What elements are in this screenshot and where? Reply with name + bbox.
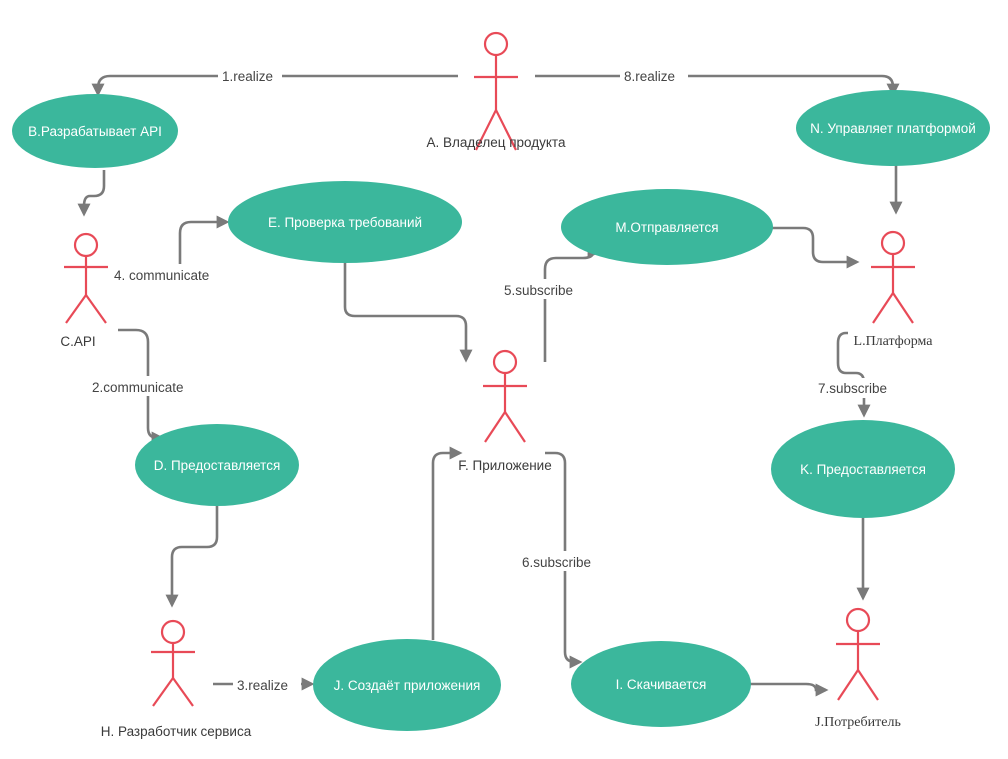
- actor-c-label: C.API: [60, 334, 95, 349]
- edge-5-subscribe: [543, 245, 601, 362]
- actor-l-right-leg: [892, 292, 914, 324]
- use-case-b[interactable]: B.Разрабатывает API: [12, 94, 178, 168]
- use-case-k[interactable]: K. Предоставляется: [771, 420, 955, 518]
- actor-l-head: [880, 230, 906, 256]
- use-case-m[interactable]: M.Отправляется: [561, 189, 773, 265]
- relation-label-4: 4. communicate: [114, 268, 209, 283]
- actor-j-left-leg: [837, 669, 859, 701]
- relation-label-1: 1.realize: [222, 69, 273, 84]
- use-case-k-label: K. Предоставляется: [800, 462, 926, 477]
- use-case-n-label: N. Управляет платформой: [810, 121, 976, 136]
- actor-h-right-leg: [172, 677, 194, 707]
- label-bg-5: [501, 279, 589, 299]
- actor-c-left-leg: [65, 294, 87, 324]
- relation-label-8: 8.realize: [624, 69, 675, 84]
- relation-label-2: 2.communicate: [92, 380, 184, 395]
- actor-h-left-leg: [152, 677, 174, 707]
- actor-f-right-leg: [504, 411, 526, 443]
- relation-label-5: 5.subscribe: [504, 283, 573, 298]
- edge-b-to-api: [77, 170, 106, 217]
- edge-d-to-developer: [165, 505, 219, 608]
- actor-j-label: J.Потребитель: [815, 715, 901, 730]
- label-bg-8: [620, 65, 688, 85]
- label-bg-1: [218, 65, 282, 85]
- label-bg-7: [815, 378, 905, 398]
- actor-a-head: [483, 31, 509, 57]
- edge-j-to-app: [431, 446, 463, 640]
- actor-c[interactable]: [64, 232, 108, 324]
- use-case-m-label: M.Отправляется: [615, 220, 718, 235]
- relation-label-6: 6.subscribe: [522, 555, 591, 570]
- relation-label-3: 3.realize: [237, 678, 288, 693]
- actor-l[interactable]: [871, 230, 915, 324]
- edge-m-to-platform: [772, 226, 860, 269]
- label-bg-2: [88, 376, 202, 396]
- label-bg-4: [111, 264, 217, 284]
- use-case-d[interactable]: D. Предоставляется: [135, 424, 299, 506]
- label-bg-6: [518, 551, 606, 571]
- use-case-j-label: J. Создаёт приложения: [334, 678, 481, 693]
- actor-f-left-leg: [484, 411, 506, 443]
- edge-8-realize: [535, 74, 900, 97]
- edge-e-to-app: [343, 260, 473, 363]
- actor-f-label: F. Приложение: [458, 458, 551, 473]
- use-case-d-label: D. Предоставляется: [154, 458, 281, 473]
- actor-l-left-leg: [872, 292, 894, 324]
- actor-f[interactable]: [483, 349, 527, 443]
- edge-7-subscribe: [836, 331, 871, 418]
- actor-c-right-leg: [85, 294, 107, 324]
- use-case-b-label: B.Разрабатывает API: [28, 124, 162, 139]
- edge-4-communicate: [178, 215, 230, 272]
- actor-a-label: A. Владелец продукта: [427, 135, 566, 150]
- actor-f-head: [492, 349, 518, 375]
- relation-label-7: 7.subscribe: [818, 381, 887, 396]
- edge-i-to-consumer: [750, 682, 829, 697]
- use-case-n[interactable]: N. Управляет платформой: [796, 90, 990, 166]
- actor-j[interactable]: [836, 607, 880, 701]
- use-case-i[interactable]: I. Скачивается: [571, 641, 751, 727]
- actor-j-head: [845, 607, 871, 633]
- actor-h-label: H. Разработчик сервиса: [101, 724, 252, 739]
- actor-a[interactable]: [474, 31, 518, 151]
- use-case-e-label: E. Проверка требований: [268, 215, 422, 230]
- actor-l-label: L.Платформа: [854, 334, 934, 349]
- actor-a-left-leg: [475, 109, 497, 151]
- use-case-e[interactable]: E. Проверка требований: [228, 181, 462, 263]
- actor-h-head: [160, 619, 186, 645]
- actor-h[interactable]: [151, 619, 195, 707]
- actor-j-right-leg: [857, 669, 879, 701]
- label-bg-3: [233, 675, 301, 695]
- use-case-i-label: I. Скачивается: [616, 677, 707, 692]
- use-case-j[interactable]: J. Создаёт приложения: [313, 639, 501, 731]
- edge-1-realize: [91, 74, 458, 97]
- actor-a-right-leg: [495, 109, 517, 151]
- actor-c-head: [73, 232, 99, 258]
